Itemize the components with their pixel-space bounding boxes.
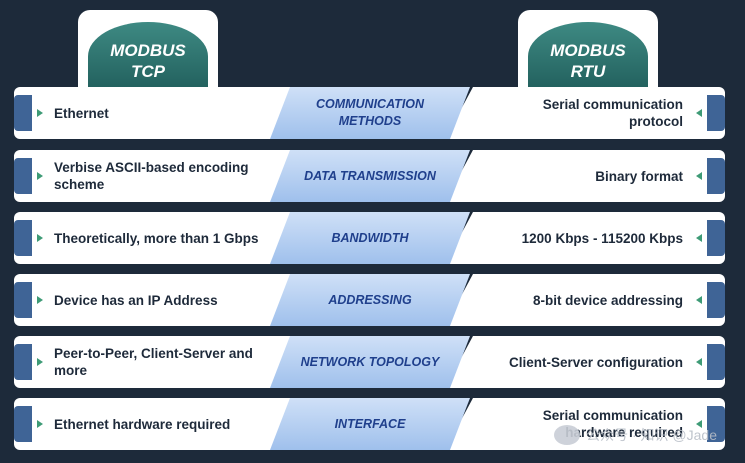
right-tab — [696, 282, 725, 318]
left-tab — [14, 406, 43, 442]
wechat-icon — [554, 425, 581, 445]
tcp-header-line1: MODBUS — [110, 41, 186, 60]
comparison-row-interface: Ethernet hardware required Serial commun… — [14, 398, 725, 450]
tcp-header-line2: TCP — [131, 62, 165, 81]
tcp-cell: Device has an IP Address — [14, 274, 304, 326]
rtu-value: Serial communication protocol — [542, 97, 683, 129]
right-tab — [696, 95, 725, 131]
comparison-row-bandwidth: Theoretically, more than 1 Gbps 1200 Kbp… — [14, 212, 725, 264]
left-tab — [14, 95, 43, 131]
left-arrow-icon — [696, 234, 702, 242]
tcp-cell: Ethernet — [14, 87, 304, 139]
watermark-text: 公众号 · 知识 @Jade — [586, 427, 717, 443]
left-arrow-icon — [696, 358, 702, 366]
right-arrow-icon — [37, 234, 43, 242]
right-arrow-icon — [37, 420, 43, 428]
rtu-cell: Binary format — [445, 150, 725, 202]
rtu-value: 1200 Kbps - 115200 Kbps — [521, 230, 683, 246]
category-label: INTERFACE — [270, 398, 470, 450]
tcp-value: Verbise ASCII-based encoding scheme — [54, 160, 249, 192]
category-label: BANDWIDTH — [270, 212, 470, 264]
watermark: 公众号 · 知识 @Jade — [554, 425, 717, 445]
tcp-value: Device has an IP Address — [54, 292, 218, 308]
tcp-cell: Ethernet hardware required — [14, 398, 304, 450]
rtu-cell: 1200 Kbps - 115200 Kbps — [445, 212, 725, 264]
rtu-value: Client-Server configuration — [508, 354, 683, 370]
right-arrow-icon — [37, 296, 43, 304]
right-tab — [696, 220, 725, 256]
rtu-value: Binary format — [595, 168, 683, 184]
comparison-row-addressing: Device has an IP Address 8-bit device ad… — [14, 274, 725, 326]
tcp-value: Peer-to-Peer, Client-Server and more — [54, 346, 253, 378]
rtu-cell: Serial communication hardware required — [445, 398, 725, 450]
comparison-row-network-topology: Peer-to-Peer, Client-Server and more Cli… — [14, 336, 725, 388]
left-arrow-icon — [696, 420, 702, 428]
rtu-cell: Serial communication protocol — [445, 87, 725, 139]
left-tab — [14, 282, 43, 318]
right-arrow-icon — [37, 358, 43, 366]
comparison-row-communication-methods: Ethernet Serial communication protocol C… — [14, 87, 725, 139]
category-label: DATA TRANSMISSION — [270, 150, 470, 202]
left-arrow-icon — [696, 172, 702, 180]
comparison-row-data-transmission: Verbise ASCII-based encoding scheme Bina… — [14, 150, 725, 202]
rtu-header-line1: MODBUS — [550, 41, 626, 60]
tcp-cell: Verbise ASCII-based encoding scheme — [14, 150, 304, 202]
left-arrow-icon — [696, 109, 702, 117]
left-tab — [14, 344, 43, 380]
right-arrow-icon — [37, 109, 43, 117]
tcp-value: Ethernet hardware required — [54, 416, 231, 432]
rtu-value: Serial communication hardware required — [542, 408, 683, 440]
rtu-header-line2: RTU — [570, 62, 606, 81]
left-tab — [14, 220, 43, 256]
right-tab — [696, 158, 725, 194]
right-arrow-icon — [37, 172, 43, 180]
tcp-value: Ethernet — [54, 105, 109, 121]
category-label: NETWORK TOPOLOGY — [270, 336, 470, 388]
rtu-value: 8-bit device addressing — [532, 292, 683, 308]
rtu-cell: 8-bit device addressing — [445, 274, 725, 326]
category-label: COMMUNICATION METHODS — [270, 87, 470, 139]
rtu-cell: Client-Server configuration — [445, 336, 725, 388]
right-tab — [696, 406, 725, 442]
tcp-cell: Theoretically, more than 1 Gbps — [14, 212, 304, 264]
category-label: ADDRESSING — [270, 274, 470, 326]
left-arrow-icon — [696, 296, 702, 304]
tcp-value: Theoretically, more than 1 Gbps — [54, 230, 259, 246]
left-tab — [14, 158, 43, 194]
right-tab — [696, 344, 725, 380]
tcp-cell: Peer-to-Peer, Client-Server and more — [14, 336, 304, 388]
